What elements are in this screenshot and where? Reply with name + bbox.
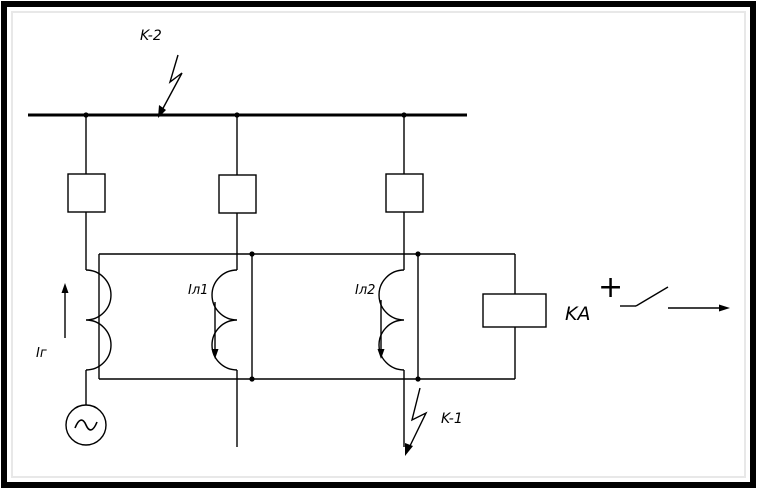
label-il2: Iл2 (355, 283, 375, 298)
label-il1: Iл1 (188, 283, 208, 298)
lightning-fault-k2-icon (160, 54, 183, 113)
circuit-lines (28, 54, 722, 451)
relay-ka (482, 293, 547, 328)
junction-dot (249, 251, 255, 257)
label-ig: Iг (36, 346, 47, 361)
junction-dot (83, 112, 89, 118)
junction-dot (249, 376, 255, 382)
junction-dots (83, 112, 421, 382)
inner-shadow (11, 11, 746, 478)
ct-coil-line-1 (211, 269, 238, 371)
ct-coil-line-2 (378, 269, 405, 371)
label-k2: K-2 (140, 28, 162, 44)
arrowhead-output (719, 304, 730, 312)
arrowhead-il1 (211, 349, 219, 359)
label-plus: + (598, 270, 623, 305)
tilde-glyph (74, 419, 98, 431)
junction-dot (415, 251, 421, 257)
junction-dot (234, 112, 240, 118)
lightning-fault-k1-icon (407, 387, 428, 451)
arrowhead-k2 (158, 105, 166, 118)
junction-dot (401, 112, 407, 118)
label-k1: K-1 (441, 411, 463, 427)
junction-dot (415, 376, 421, 382)
arrowhead-ig (61, 283, 69, 293)
ct-coil-gen (85, 269, 112, 371)
arrowhead-il2 (377, 349, 385, 359)
normally-open-contact-icon (635, 286, 669, 307)
label-ka: KA (565, 303, 590, 325)
arrowheads (61, 105, 730, 456)
arrowhead-k1 (405, 443, 413, 456)
